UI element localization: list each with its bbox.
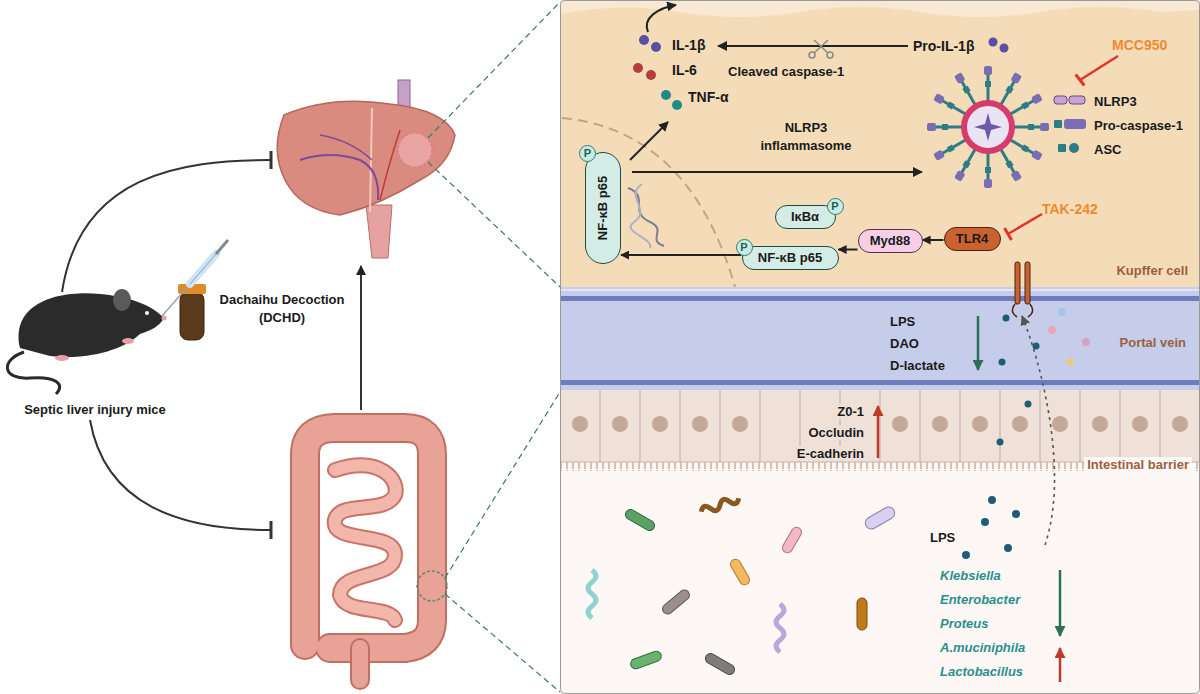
protein-box: NF-κB p65P: [585, 152, 621, 264]
phospho-label: P: [740, 241, 747, 254]
barrier-region: Intestinal barrier: [562, 390, 1198, 474]
protein-box: Myd88: [858, 229, 923, 253]
signal-arrow: [621, 254, 742, 256]
lps-label: LPS: [930, 530, 955, 545]
phospho-circle: P: [736, 239, 753, 256]
treatment-label: Dachaihu Decoction (DCHD): [220, 292, 345, 325]
phospho-label: P: [584, 147, 591, 160]
junction-protein-label: Occludin: [806, 425, 866, 440]
label-holder: LPS: [930, 528, 955, 546]
bacteria-label: Enterobacter: [940, 592, 1020, 607]
label-holder: ASC: [1094, 140, 1121, 158]
bacteria-label: Proteus: [940, 616, 988, 631]
protein-label: NF-κB p65: [758, 250, 822, 266]
label-holder: Proteus: [940, 614, 988, 632]
inhibitor-label: MCC950: [1112, 37, 1167, 53]
bacteria-label: Lactobacillus: [940, 664, 1023, 679]
label-holder: Lactobacillus: [940, 662, 1023, 680]
label-holder: Z0-1: [835, 402, 866, 420]
label-holder: Cleaved caspase-1: [728, 62, 844, 80]
protein-box: NF-κB p65P: [742, 246, 839, 270]
signal-arrow: [839, 249, 858, 251]
label-holder: LPS: [890, 312, 915, 330]
component-label: Pro-caspase-1: [1094, 118, 1183, 133]
vessel-region: Portal vein: [562, 287, 1198, 390]
receptor-box: TLR4: [944, 227, 1001, 251]
cytokine-label: IL-1β: [672, 37, 705, 53]
label-holder: IL-1β: [672, 36, 705, 54]
label-holder: NLRP3: [1094, 92, 1137, 110]
inhibitor-label: TAK-242: [1042, 201, 1098, 217]
marker-label: D-lactate: [890, 358, 945, 373]
junction-protein-label: Z0-1: [835, 404, 866, 419]
protein-label: Myd88: [870, 233, 910, 249]
label-holder: TAK-242: [1042, 200, 1098, 218]
signal-arrow: [923, 239, 944, 241]
region-label: Intestinal barrier: [1084, 457, 1192, 473]
label-holder: D-lactate: [890, 356, 945, 374]
region-label: Kupffer cell: [1116, 263, 1188, 279]
label-holder: MCC950: [1112, 36, 1167, 54]
phospho-circle: P: [579, 145, 596, 162]
bacteria-label: Klebsiella: [940, 568, 1001, 583]
label-holder: NLRP3 inflammasome: [751, 118, 861, 154]
label-holder: Klebsiella: [940, 566, 1001, 584]
protein-label: TLR4: [956, 231, 989, 247]
protein-box: IκBαP: [775, 205, 836, 229]
label-holder: A.muciniphila: [940, 638, 1025, 656]
protein-label: IκBα: [791, 209, 819, 225]
label-holder: E-cadherin: [795, 444, 866, 462]
phospho-label: P: [831, 200, 838, 213]
label-holder: DAO: [890, 334, 919, 352]
label-holder: Enterobacter: [940, 590, 1020, 608]
protein-label: NF-κB p65: [595, 176, 611, 240]
cytokine-label: IL-6: [672, 62, 697, 78]
junction-protein-label: E-cadherin: [795, 446, 866, 461]
label-holder: IL-6: [672, 61, 697, 79]
label-holder: Dachaihu Decoction (DCHD): [212, 290, 352, 326]
label-holder: TNF-α: [688, 88, 728, 106]
cytokine-label: TNF-α: [688, 89, 728, 105]
label-holder: Pro-IL-1β: [913, 37, 974, 55]
component-label: NLRP3: [1094, 94, 1137, 109]
bacteria-label: A.muciniphila: [940, 640, 1025, 655]
complex-label: NLRP3 inflammasome: [760, 120, 851, 153]
model-label: Septic liver injury mice: [24, 402, 166, 417]
marker-label: DAO: [890, 336, 919, 351]
enzyme-label: Cleaved caspase-1: [728, 64, 844, 79]
precursor-label: Pro-IL-1β: [913, 38, 974, 54]
phospho-circle: P: [827, 198, 844, 215]
label-holder: Septic liver injury mice: [0, 400, 190, 418]
label-holder: Pro-caspase-1: [1094, 116, 1183, 134]
label-holder: Occludin: [806, 423, 866, 441]
marker-label: LPS: [890, 314, 915, 329]
component-label: ASC: [1094, 142, 1121, 157]
region-label: Portal vein: [1120, 335, 1186, 351]
